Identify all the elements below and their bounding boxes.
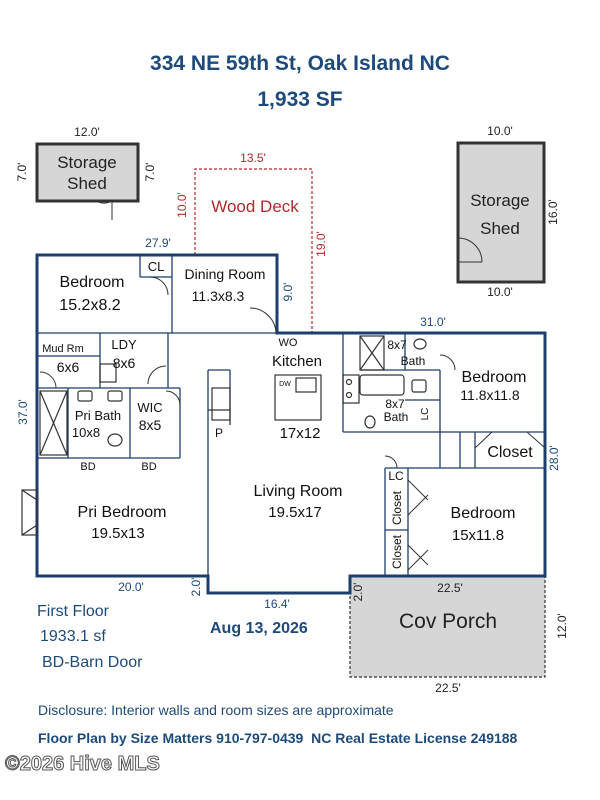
kitchen-size: 17x12	[280, 425, 321, 442]
toilet-bath-b	[364, 415, 376, 429]
area-title: 1,933 SF	[257, 88, 343, 111]
barn-door-right: BD	[141, 461, 156, 473]
covered-porch: Cov Porch 22.5' 22.5' 12.0' 2.0'	[349, 576, 569, 695]
kitchen-island	[274, 374, 322, 421]
shed-right-height: 16.0'	[546, 199, 560, 225]
dining-label: Dining Room	[185, 266, 266, 282]
deck-label: Wood Deck	[211, 197, 299, 216]
vanity-pri-2	[107, 390, 123, 402]
toilet-bath-a	[413, 338, 427, 350]
wic-size: 8x5	[139, 417, 162, 433]
porch-width-bottom: 22.5'	[435, 681, 461, 695]
exterior-wall	[35, 253, 547, 595]
shed-left-height-right: 7.0'	[143, 163, 157, 182]
living-room-size: 19.5x17	[268, 504, 321, 521]
vanity-pri-1	[77, 390, 93, 402]
deck-height-right: 19.0'	[314, 231, 328, 257]
shower-pri	[39, 390, 68, 456]
kitchen-label: Kitchen	[272, 353, 322, 370]
shed-right-label-2: Shed	[480, 219, 520, 238]
dim-left: 37.0'	[16, 399, 30, 425]
bedroom-ne-size: 11.8x11.8	[460, 387, 520, 403]
sink-bath-b	[411, 379, 427, 393]
fixtures	[21, 335, 427, 536]
dim-top-left: 27.9'	[145, 236, 171, 250]
walk-out-label: WO	[279, 337, 298, 349]
deck-height-left: 10.0'	[175, 192, 189, 218]
barn-door-legend: BD-Barn Door	[42, 654, 143, 671]
dim-step: 2.0'	[189, 578, 203, 597]
bedroom-se-label: Bedroom	[451, 505, 516, 522]
wood-deck: Wood Deck 13.5' 10.0' 19.0'	[175, 151, 328, 333]
porch-height: 12.0'	[555, 613, 569, 639]
credit-text: Floor Plan by Size Matters 910-797-0439 …	[38, 730, 518, 746]
dining-size: 11.3x8.3	[192, 288, 245, 304]
living-room-label: Living Room	[254, 483, 343, 500]
closet-vertical-2: Closet	[390, 534, 404, 569]
laundry-label: LDY	[111, 337, 137, 352]
stove	[342, 374, 360, 404]
shower-bath-a	[359, 335, 385, 371]
square-footage: 1933.1 sf	[40, 628, 106, 645]
tub-bath-b	[359, 374, 405, 396]
linen-closet-a: LC	[420, 408, 431, 421]
shed-left-width: 12.0'	[74, 125, 100, 139]
door-swings	[39, 276, 546, 571]
deck-width: 13.5'	[240, 151, 266, 165]
dim-top-right: 31.0'	[420, 315, 446, 329]
barn-door-left: BD	[80, 461, 95, 473]
interior-walls	[37, 255, 545, 576]
mudroom-size: 6x6	[57, 359, 80, 375]
floor-label: First Floor	[37, 603, 109, 620]
toilet-pri	[107, 433, 123, 447]
dishwasher-label: DW	[279, 381, 291, 388]
shed-right-width-top: 10.0'	[487, 124, 513, 138]
sink-kitchen	[295, 377, 317, 393]
dim-stair: 9.0'	[281, 283, 295, 302]
laundry-size: 8x6	[113, 355, 136, 371]
pantry-label: P	[215, 426, 223, 440]
bedroom-nw-size: 15.2x8.2	[59, 297, 120, 314]
disclosure-text: Disclosure: Interior walls and room size…	[38, 702, 394, 718]
wic-label: WIC	[137, 400, 162, 415]
address-title: 334 NE 59th St, Oak Island NC	[150, 52, 450, 75]
closet-vertical-1: Closet	[390, 490, 404, 525]
pri-bedroom-size: 19.5x13	[91, 525, 144, 542]
porch-offset: 2.0'	[351, 583, 365, 602]
shed-left-label-2: Shed	[67, 174, 107, 193]
shed-left-height-left: 7.0'	[15, 163, 29, 182]
bath-a-size: 8x7	[387, 338, 407, 352]
shed-left-label: Storage	[57, 153, 117, 172]
dim-bottom-mid: 16.4'	[264, 597, 290, 611]
pri-bedroom-label: Pri Bedroom	[78, 504, 167, 521]
pri-bath-size: 10x8	[72, 425, 100, 440]
bedroom-nw-label: Bedroom	[60, 274, 125, 291]
pri-bath-label: Pri Bath	[75, 408, 121, 423]
closet-cl-label: CL	[148, 259, 165, 274]
bedroom-se-size: 15x11.8	[452, 527, 504, 544]
porch-width-top: 22.5'	[437, 581, 463, 595]
fireplace	[21, 489, 38, 536]
washer	[99, 363, 117, 383]
wall-unit	[211, 387, 231, 421]
bedroom-ne-label: Bedroom	[462, 369, 527, 386]
shed-right-width-bottom: 10.0'	[487, 285, 513, 299]
mudroom-label: Mud Rm	[42, 343, 84, 355]
porch-label: Cov Porch	[399, 610, 497, 633]
bath-b-size: 8x7	[385, 397, 405, 411]
bath-a-label: Bath	[401, 354, 426, 368]
plan-date: Aug 13, 2026	[210, 620, 308, 637]
bath-b-label: Bath	[384, 410, 409, 424]
linen-closet-b: LC	[388, 469, 404, 483]
shed-right-label: Storage	[470, 191, 530, 210]
dim-right: 28.0'	[547, 445, 561, 471]
hall-closet-label: Closet	[487, 444, 533, 461]
storage-shed-right: Storage Shed 10.0' 10.0' 16.0'	[456, 124, 560, 299]
storage-shed-left: Storage Shed 12.0' 7.0' 7.0'	[15, 125, 157, 220]
dim-bottom-left: 20.0'	[118, 580, 144, 594]
watermark: ©2026 Hive MLS	[5, 753, 161, 776]
